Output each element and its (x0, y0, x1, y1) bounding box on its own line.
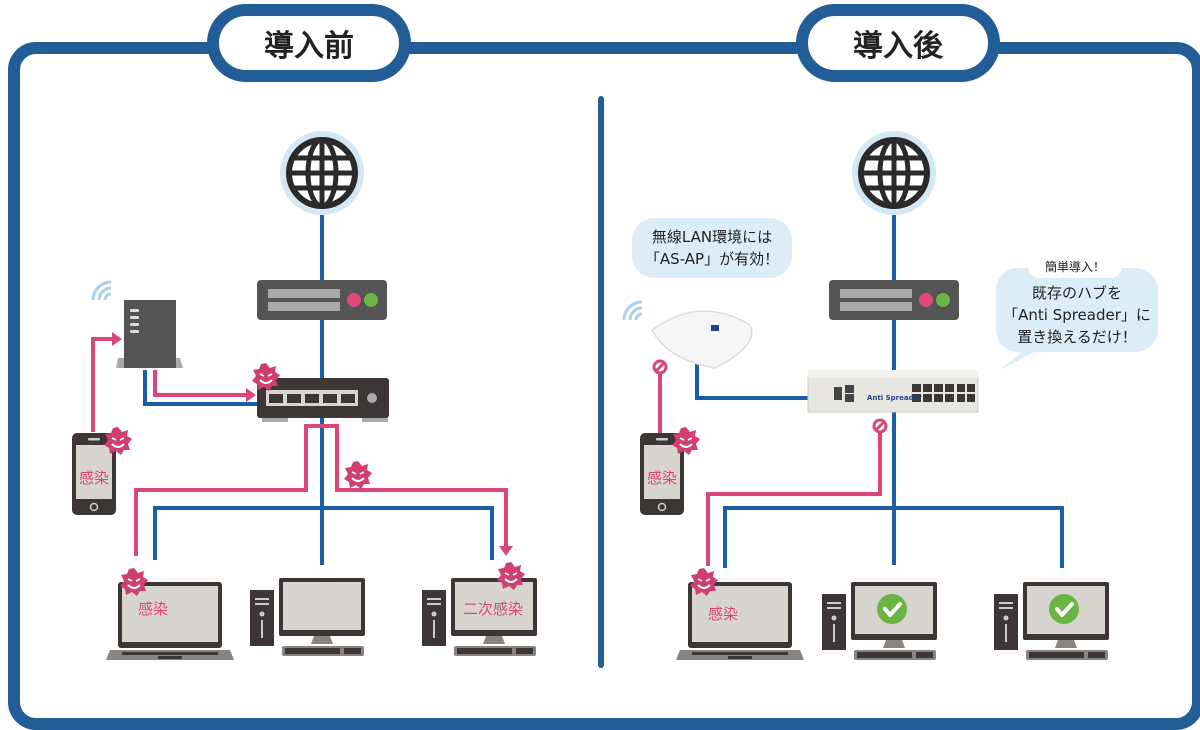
before-desktop-icon (250, 578, 365, 656)
easy-install-badge: 簡単導入！ (1028, 256, 1122, 278)
as-ap-callout-line1: 無線LAN環境には (651, 228, 773, 246)
check-icon (875, 592, 909, 626)
after-infected-laptop-icon (676, 582, 804, 660)
after-clean-desktop-icon (822, 582, 937, 660)
after-title: 導入後 (796, 4, 1000, 82)
before-phone-infected-label: 感染 (79, 469, 110, 487)
anti-spreader-switch-icon (807, 370, 979, 413)
before-router-icon (257, 280, 387, 320)
after-infection-lines (658, 370, 882, 566)
as-ap-callout: 無線LAN環境には 「AS-AP」が有効！ (632, 218, 792, 278)
anti-spreader-callout-line2: 「Anti Spreader」に (1003, 306, 1151, 324)
before-infection-lines (91, 337, 508, 556)
anti-spreader-brand-label: Anti Spreader (867, 394, 922, 402)
panel-divider (598, 96, 604, 668)
before-internet-globe-icon (280, 131, 364, 215)
anti-spreader-callout: 既存のハブを 「Anti Spreader」に 置き換えるだけ！ (996, 268, 1158, 352)
as-ap-callout-line2: 「AS-AP」が有効！ (644, 250, 780, 268)
after-phone-infected-label: 感染 (647, 469, 678, 487)
after-clean-desktop-icon (994, 582, 1109, 660)
anti-spreader-callout-line1: 既存のハブを (1031, 284, 1122, 302)
after-laptop-infected-label: 感染 (708, 605, 739, 623)
as-ap-access-point-icon (622, 300, 753, 369)
check-icon (1047, 592, 1081, 626)
block-icon (652, 359, 668, 375)
secondary-infection-label: 二次感染 (463, 600, 524, 618)
before-hub-icon (257, 378, 389, 422)
before-laptop-infected-label: 感染 (138, 600, 169, 618)
before-arrowheads (112, 332, 513, 556)
virus-icon (343, 460, 373, 490)
block-icon (872, 418, 888, 434)
anti-spreader-callout-line3: 置き換えるだけ！ (1017, 328, 1137, 346)
after-router-icon (829, 280, 959, 320)
before-infected-laptop-icon (106, 582, 234, 660)
before-wifi-router-icon (91, 280, 183, 368)
after-internet-globe-icon (852, 131, 936, 215)
